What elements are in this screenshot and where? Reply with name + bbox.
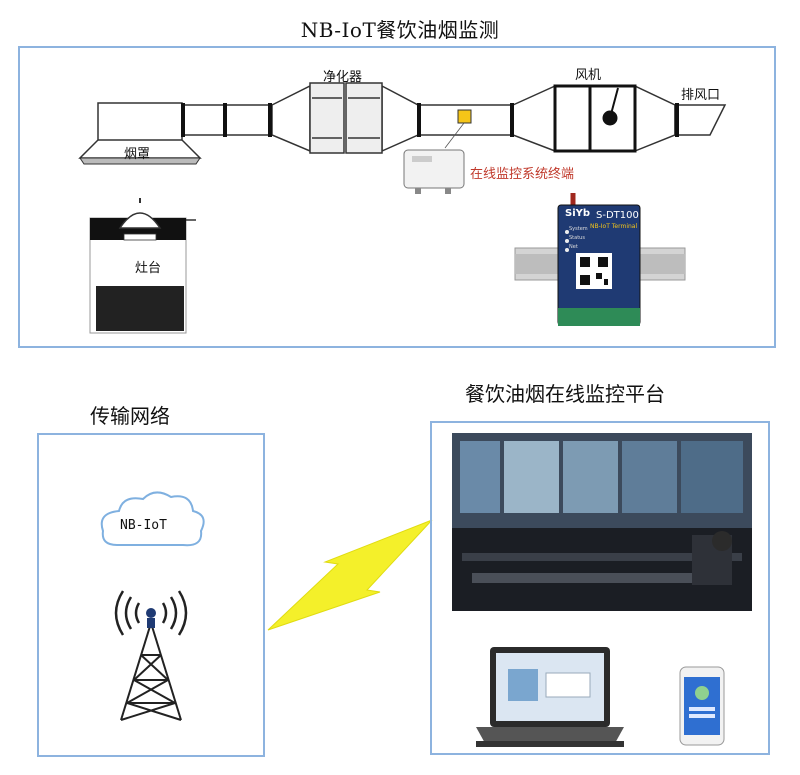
network-panel bbox=[37, 433, 265, 757]
control-room-image bbox=[452, 433, 752, 611]
platform-panel bbox=[430, 421, 770, 755]
network-title: 传输网络 bbox=[90, 404, 170, 428]
device-brand: SiYb bbox=[565, 208, 591, 219]
cloud-label: NB-IoT bbox=[120, 518, 167, 533]
purifier-label: 净化器 bbox=[323, 70, 363, 85]
duct-icon bbox=[181, 84, 727, 153]
kitchen-exhaust-panel bbox=[18, 46, 776, 348]
purifier-icon bbox=[309, 82, 383, 154]
fan-icon bbox=[553, 84, 637, 153]
cloud-icon bbox=[100, 491, 205, 547]
hood-label: 烟罩 bbox=[124, 147, 151, 162]
antenna-icon bbox=[146, 608, 156, 618]
network-diagram bbox=[100, 491, 205, 721]
exhaust-system-diagram bbox=[78, 82, 727, 334]
sensor-device-icon bbox=[403, 149, 465, 194]
indicator-net: Net bbox=[569, 244, 578, 250]
laptop-image bbox=[476, 647, 624, 747]
exhaust-label: 排风口 bbox=[681, 88, 721, 103]
phone-image bbox=[679, 666, 725, 746]
device-model: S-DT100 bbox=[596, 210, 639, 221]
device-subtitle: NB-IoT Terminal bbox=[590, 223, 638, 230]
platform-visuals bbox=[452, 433, 752, 747]
page-title: NB-IoT餐饮油烟监测 bbox=[300, 18, 500, 42]
sensor-icon bbox=[457, 109, 472, 124]
nb-iot-terminal-device bbox=[557, 193, 641, 326]
terminal-label: 在线监控系统终端 bbox=[470, 167, 575, 182]
stove-label: 灶台 bbox=[135, 261, 162, 276]
indicator-system: System bbox=[569, 226, 588, 232]
stove-icon bbox=[89, 198, 196, 334]
indicator-status: Status bbox=[569, 235, 585, 241]
hood-icon bbox=[78, 102, 202, 165]
cell-tower-icon bbox=[120, 622, 182, 721]
signal-waves-icon bbox=[114, 590, 188, 636]
fan-label: 风机 bbox=[575, 68, 602, 83]
platform-title: 餐饮油烟在线监控平台 bbox=[465, 382, 665, 406]
lightning-bolt-icon bbox=[267, 519, 433, 631]
